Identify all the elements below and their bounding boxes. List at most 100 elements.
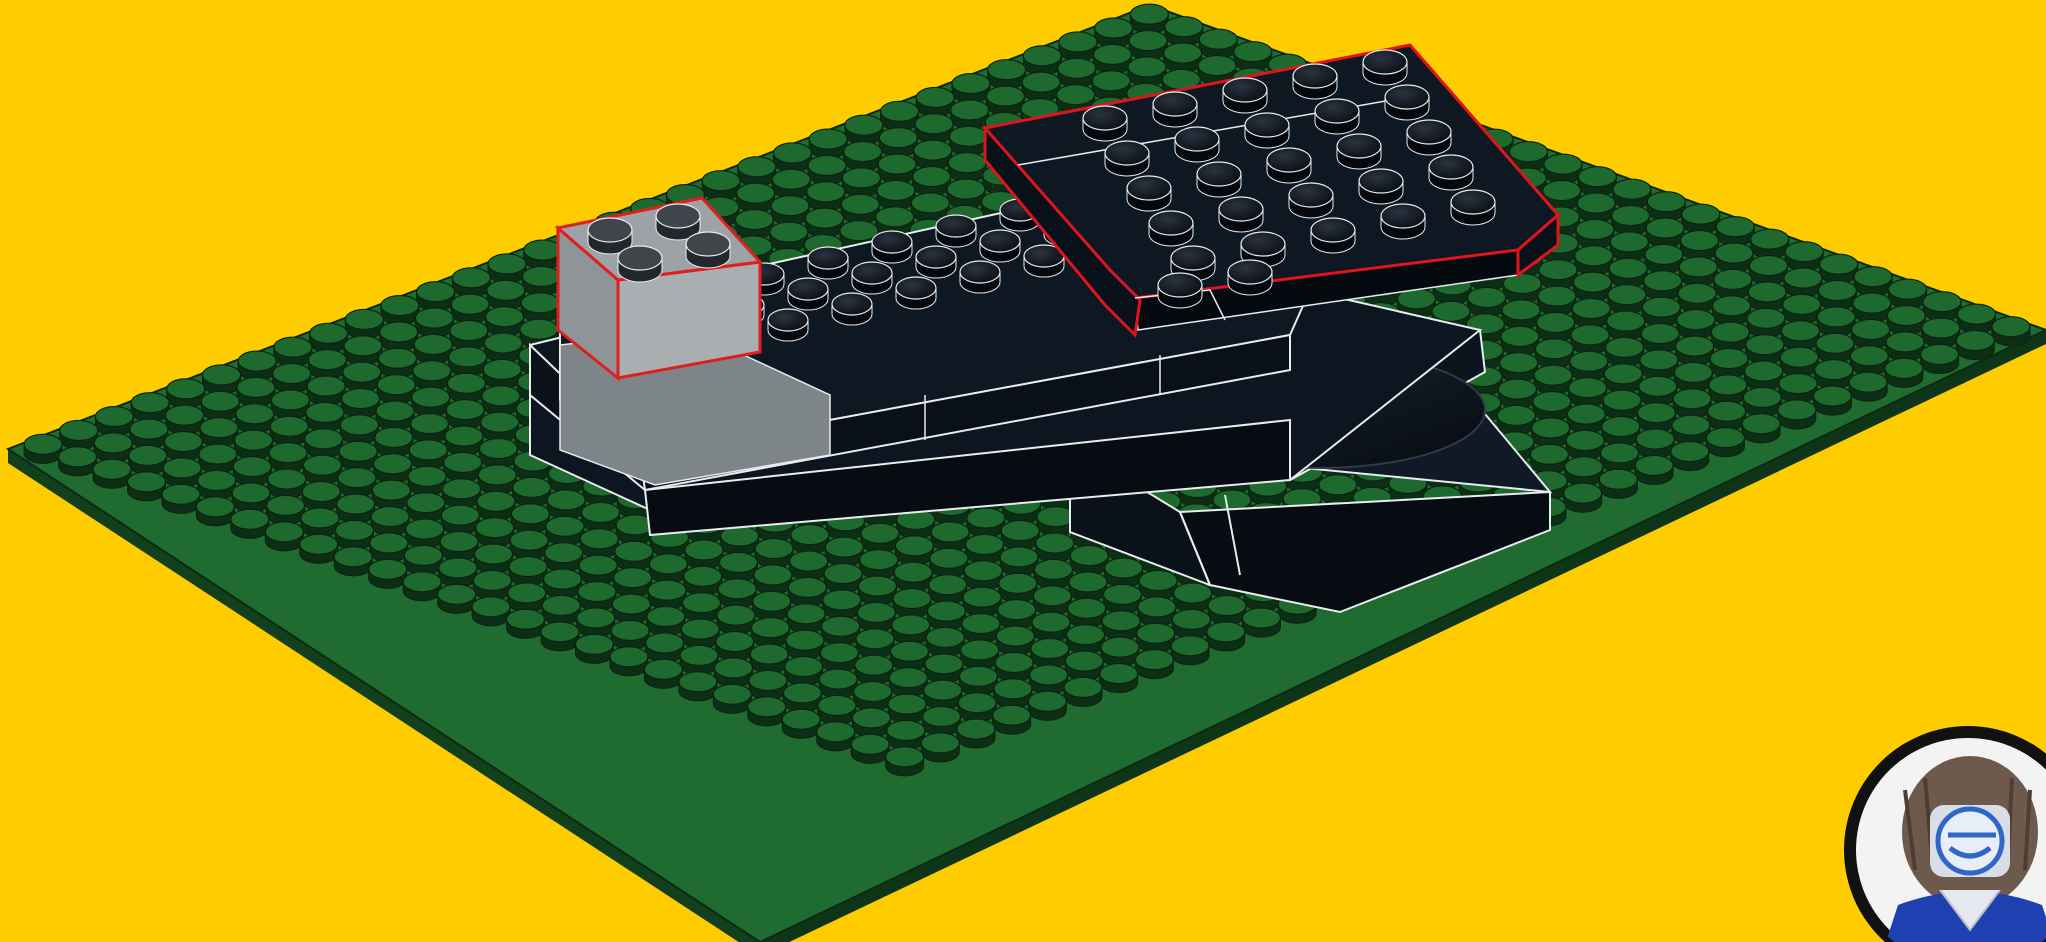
baseplate-stud xyxy=(895,536,933,565)
baseplate-stud xyxy=(1022,72,1060,101)
baseplate-stud xyxy=(1575,246,1613,275)
baseplate-stud xyxy=(1599,469,1637,498)
baseplate-stud xyxy=(1001,521,1039,550)
baseplate-stud xyxy=(372,480,410,509)
baseplate-stud xyxy=(271,390,309,419)
baseplate-stud xyxy=(1640,350,1678,379)
baseplate-stud xyxy=(1172,609,1210,638)
baseplate-stud xyxy=(547,490,585,519)
baseplate-stud xyxy=(369,559,407,588)
baseplate-stud xyxy=(886,747,924,776)
baseplate-stud xyxy=(1573,272,1611,301)
baseplate-stud xyxy=(702,171,740,200)
baseplate-stud xyxy=(1681,231,1719,260)
baseplate-stud xyxy=(1105,558,1143,587)
baseplate-stud xyxy=(889,668,927,697)
baseplate-stud xyxy=(962,614,1000,643)
baseplate-stud xyxy=(1635,455,1673,484)
baseplate-stud xyxy=(447,373,485,402)
baseplate-stud xyxy=(785,657,823,686)
baseplate-stud xyxy=(509,557,547,586)
baseplate-stud xyxy=(1671,442,1709,471)
baseplate-stud xyxy=(1818,281,1856,310)
baseplate-stud xyxy=(737,183,775,212)
baseplate-stud xyxy=(302,482,340,511)
baseplate-stud xyxy=(1501,326,1539,355)
baseplate-stud xyxy=(1565,457,1603,486)
baseplate-stud xyxy=(1747,308,1785,337)
baseplate-stud xyxy=(967,508,1005,537)
baseplate-stud xyxy=(612,594,650,623)
baseplate-stud xyxy=(958,693,996,722)
baseplate-stud xyxy=(446,400,484,429)
baseplate-stud xyxy=(1751,229,1789,258)
baseplate-stud xyxy=(407,493,445,522)
baseplate-stud xyxy=(1199,29,1237,58)
baseplate-stud xyxy=(845,115,883,144)
baseplate-stud xyxy=(783,683,821,712)
baseplate-stud xyxy=(713,684,751,713)
baseplate-stud xyxy=(1468,287,1506,316)
baseplate-stud xyxy=(238,351,276,380)
baseplate-stud xyxy=(198,470,236,499)
baseplate-stud xyxy=(267,495,305,524)
baseplate-stud xyxy=(439,558,477,587)
baseplate-stud xyxy=(685,540,723,569)
baseplate-stud xyxy=(450,321,488,350)
baseplate-stud xyxy=(1031,639,1069,668)
baseplate-stud xyxy=(891,641,929,670)
baseplate-stud xyxy=(809,129,847,158)
baseplate-stud xyxy=(924,680,962,709)
baseplate-stud xyxy=(412,387,450,416)
baseplate-stud xyxy=(1234,42,1272,71)
baseplate-stud xyxy=(986,86,1024,115)
plate-stud xyxy=(960,261,1000,293)
baseplate-stud xyxy=(1207,622,1245,651)
baseplate-stud xyxy=(1710,349,1748,378)
baseplate-stud xyxy=(755,539,793,568)
baseplate-stud xyxy=(232,483,270,512)
baseplate-stud xyxy=(1676,336,1714,365)
assembly-stud xyxy=(1293,64,1337,99)
baseplate-stud xyxy=(679,672,717,701)
baseplate-stud xyxy=(721,526,759,555)
plate-stud xyxy=(896,277,936,309)
baseplate-stud xyxy=(1135,650,1173,679)
baseplate-stud xyxy=(1129,31,1167,60)
baseplate-stud xyxy=(1714,269,1752,298)
baseplate-stud xyxy=(878,154,916,183)
baseplate-stud xyxy=(993,705,1031,734)
plate-stud xyxy=(788,278,828,310)
baseplate-stud xyxy=(1815,360,1853,389)
baseplate-stud xyxy=(164,432,202,461)
baseplate-stud xyxy=(1128,57,1166,86)
baseplate-stud xyxy=(1023,46,1061,75)
assembly-stud xyxy=(1105,141,1149,176)
baseplate-stud xyxy=(345,309,383,338)
baseplate-stud xyxy=(998,600,1036,629)
baseplate-stud xyxy=(483,359,521,388)
baseplate-stud xyxy=(996,626,1034,655)
baseplate-stud xyxy=(750,644,788,673)
baseplate-stud xyxy=(1783,294,1821,323)
baseplate-stud xyxy=(375,427,413,456)
baseplate-stud xyxy=(543,569,581,598)
baseplate-stud xyxy=(370,533,408,562)
baseplate-stud xyxy=(1033,586,1071,615)
baseplate-stud xyxy=(1706,428,1744,457)
baseplate-stud xyxy=(966,534,1004,563)
baseplate-stud xyxy=(716,632,754,661)
baseplate-stud xyxy=(1785,242,1823,271)
assembly-stud xyxy=(1219,197,1263,232)
baseplate-stud xyxy=(959,666,997,695)
baseplate-stud xyxy=(774,143,812,172)
baseplate-stud xyxy=(818,695,856,724)
baseplate-stud xyxy=(1923,292,1961,321)
baseplate-stud xyxy=(1570,351,1608,380)
baseplate-stud xyxy=(735,210,773,239)
assembly-stud xyxy=(1359,169,1403,204)
baseplate-stud xyxy=(681,619,719,648)
baseplate-stud xyxy=(1502,300,1540,329)
baseplate-stud xyxy=(167,379,205,408)
baseplate-stud xyxy=(268,469,306,498)
